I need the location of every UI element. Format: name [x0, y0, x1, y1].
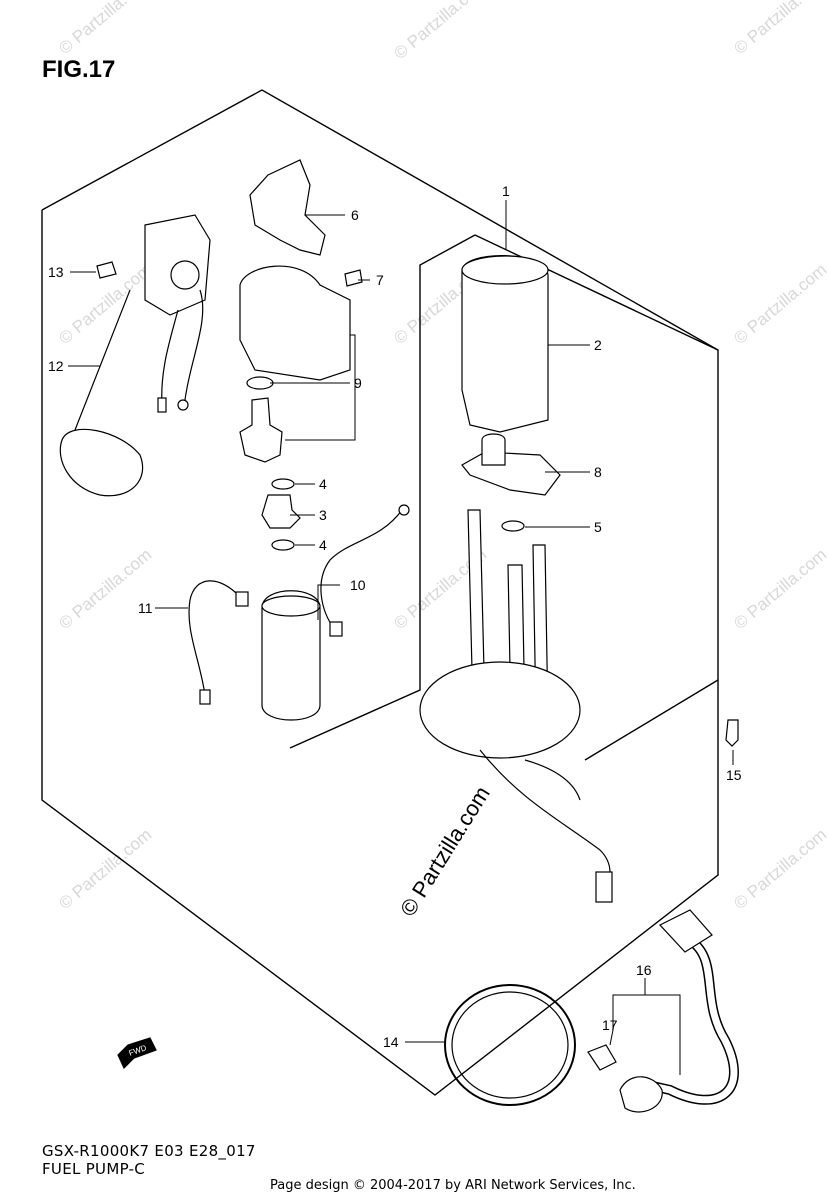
pump-hose	[524, 759, 581, 801]
wire-11-connector	[235, 591, 249, 607]
callout-5: 5	[594, 519, 602, 535]
screw-part-13	[96, 261, 117, 279]
o-ring-part-9	[246, 376, 274, 390]
gauge-wire	[184, 289, 204, 401]
callout-2: 2	[594, 337, 602, 353]
pump-base-plate	[419, 661, 581, 759]
callout-7: 7	[376, 272, 384, 288]
fuel-pump-motor	[261, 590, 321, 721]
hose-coupler-top	[659, 909, 713, 953]
callout-4-lower: 4	[319, 537, 327, 553]
gauge-terminal	[157, 397, 167, 413]
wire-part-11	[188, 580, 241, 696]
hose-coupler-bottom	[619, 1076, 663, 1113]
o-ring-part-4-lower	[271, 539, 295, 551]
o-ring-part-14-inner	[451, 991, 569, 1099]
regulator-cover	[239, 265, 351, 381]
watermark: © Partzilla.com	[730, 260, 829, 348]
o-ring-part-4-upper	[271, 478, 295, 490]
filter-neck	[481, 433, 506, 466]
center-watermark: © Partzilla.com	[395, 782, 495, 921]
callout-6: 6	[351, 207, 359, 223]
callout-11: 11	[138, 600, 153, 616]
callout-1: 1	[502, 183, 510, 199]
watermark-layer: © Partzilla.com © Partzilla.com © Partzi…	[55, 0, 829, 913]
gauge-wire	[161, 309, 179, 406]
fitting-part-3	[261, 494, 301, 529]
wire-part-10	[320, 509, 403, 631]
watermark: © Partzilla.com	[730, 0, 829, 58]
o-ring-part-5	[501, 520, 525, 532]
watermark: © Partzilla.com	[730, 825, 829, 913]
bracket-part-6	[249, 159, 326, 256]
page-footer: Page design © 2004-2017 by ARI Network S…	[270, 1178, 636, 1193]
callout-8: 8	[594, 464, 602, 480]
filter-part-8	[461, 451, 561, 496]
watermark: © Partzilla.com	[390, 0, 490, 63]
callout-12: 12	[48, 358, 64, 374]
pump-harness	[479, 749, 611, 896]
part-drawings: FWD	[59, 159, 739, 1113]
callout-9: 9	[354, 375, 362, 391]
screw-part-7	[344, 269, 363, 287]
pressure-regulator	[239, 397, 283, 463]
wire-11-terminal	[199, 689, 211, 705]
clip-part-17	[587, 1044, 617, 1071]
figure-name: FUEL PUMP-C	[42, 1160, 146, 1178]
wire-10-connector	[329, 621, 343, 637]
watermark: © Partzilla.com	[55, 825, 155, 913]
callouts: 1 2 3 4 4 5 6 7 8 9 10 11 12 13 14 15 16…	[48, 183, 742, 1050]
pump-case-top	[461, 255, 549, 285]
callout-17: 17	[602, 1017, 618, 1033]
callout-13: 13	[48, 264, 64, 280]
assembly-outline	[41, 89, 719, 1096]
gauge-rotor	[170, 260, 200, 290]
callout-10: 10	[350, 577, 366, 593]
figure-title: FIG.17	[42, 56, 116, 83]
fuel-pump-top	[261, 595, 321, 617]
fuel-hose-part-16-inner	[647, 937, 738, 1104]
watermark: © Partzilla.com	[730, 545, 829, 633]
leader-lines	[68, 200, 734, 1075]
callout-4-upper: 4	[319, 476, 327, 492]
float	[59, 428, 144, 497]
callout-3: 3	[319, 507, 327, 523]
float-arm-part-12	[74, 289, 131, 431]
watermark: © Partzilla.com	[55, 545, 155, 633]
bolt-part-15	[725, 719, 739, 747]
wire-10-terminal	[398, 504, 410, 516]
figure-code: GSX-R1000K7 E03 E28_017	[42, 1142, 256, 1160]
callout-15: 15	[726, 767, 742, 783]
fwd-arrow: FWD	[117, 1037, 157, 1070]
o-ring-part-14	[444, 984, 576, 1106]
callout-16: 16	[636, 962, 652, 978]
callout-14: 14	[383, 1034, 399, 1050]
harness-connector	[595, 871, 613, 903]
watermark: © Partzilla.com	[55, 0, 155, 58]
gauge-terminal-ring	[177, 399, 189, 411]
fuel-hose-part-16	[646, 935, 739, 1105]
